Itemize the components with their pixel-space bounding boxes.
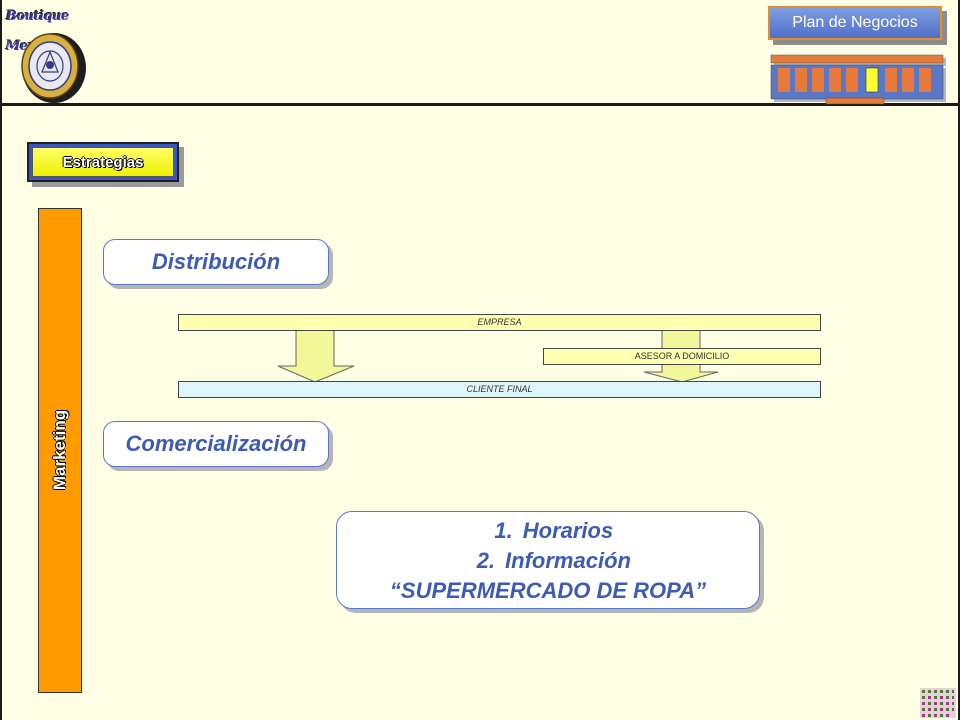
comercializacion-heading: Comercialización (103, 421, 329, 467)
marketing-sidebar (38, 208, 82, 693)
slide-navigation-grid-icon[interactable] (920, 688, 956, 718)
list-item-text: Información (505, 548, 631, 573)
left-border (0, 0, 2, 720)
university-seal-icon (21, 33, 86, 103)
marketing-label: Marketing (50, 409, 69, 491)
list-item: 1. Horarios (337, 516, 759, 546)
estrategias-label: Estrategias (32, 147, 174, 177)
empresa-bar: EMPRESA (178, 314, 821, 331)
comercializacion-list-box: 1. Horarios 2. Información “SUPERMERCADO D… (336, 511, 760, 609)
list-item-number: 2. (476, 548, 496, 573)
header-divider (0, 103, 960, 106)
list-item-number: 1. (494, 518, 513, 543)
org-chart-thumbnail[interactable] (768, 52, 950, 108)
asesor-domicilio-bar: ASESOR A DOMICILIO (543, 348, 821, 365)
plan-de-negocios-button[interactable]: Plan de Negocios (768, 6, 942, 40)
estrategias-badge: Estrategias (27, 142, 179, 182)
distribucion-heading: Distribución (103, 239, 329, 285)
tagline: “SUPERMERCADO DE ROPA” (389, 578, 707, 603)
right-border (958, 0, 960, 720)
cliente-final-bar: CLIENTE FINAL (178, 381, 821, 398)
list-item: 2. Información (337, 546, 759, 576)
list-item-text: Horarios (522, 518, 614, 543)
